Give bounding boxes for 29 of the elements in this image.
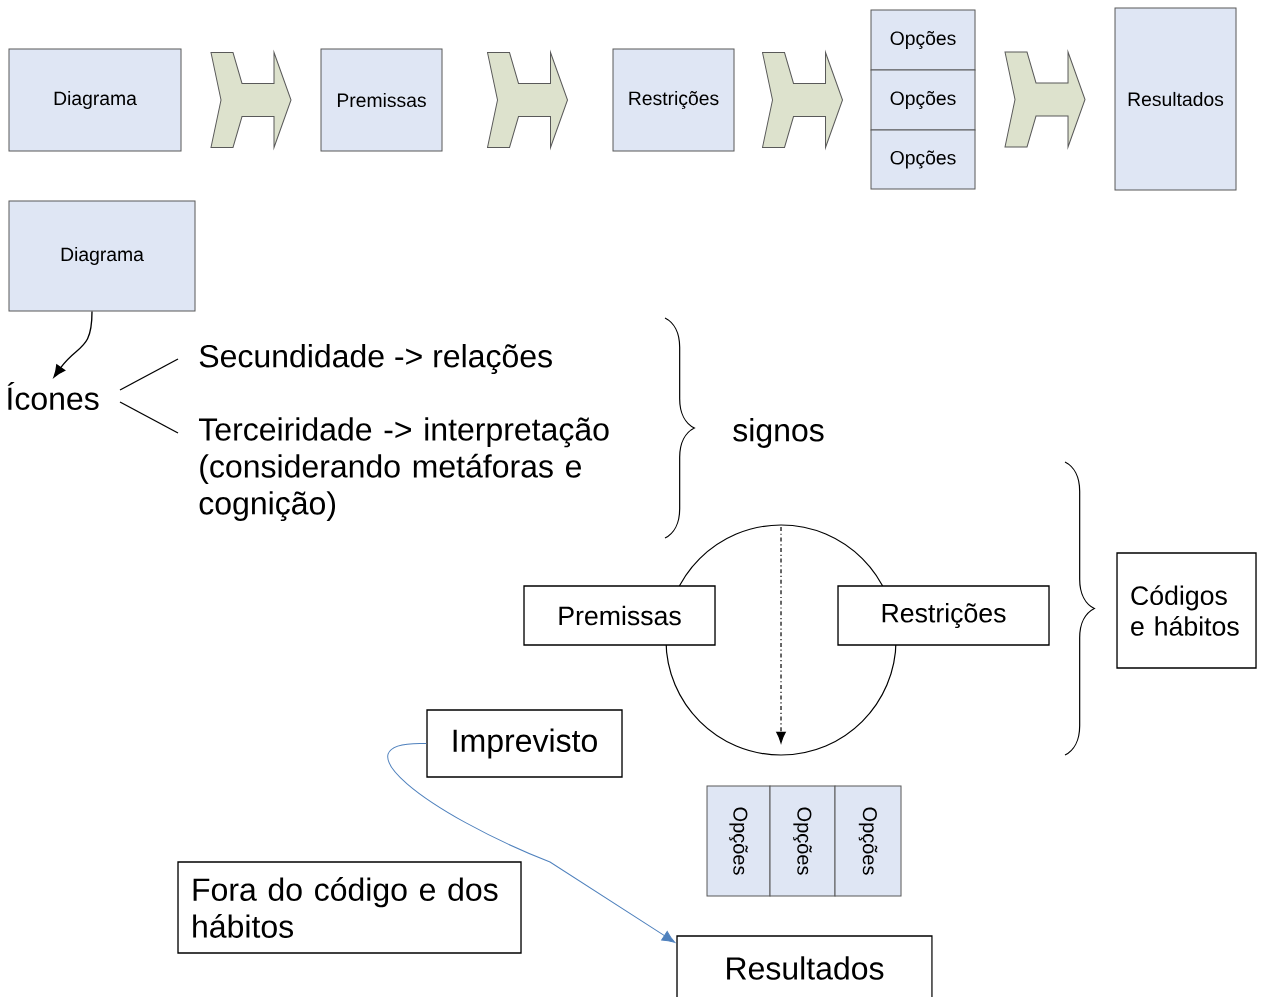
- text-box: Imprevisto: [426, 709, 623, 778]
- text-label: Secundidade -> relações: [199, 344, 552, 374]
- option-box: Opções: [706, 785, 771, 897]
- option-box: Opções: [834, 785, 902, 897]
- chevron-arrow: [487, 52, 568, 148]
- process-box: Resultados: [1114, 7, 1237, 191]
- text-label: signos: [733, 418, 824, 448]
- text-box: Fora do código e dos hábitos: [177, 861, 522, 954]
- chevron-arrow: [1004, 51, 1086, 148]
- process-box: Opções: [870, 9, 976, 71]
- chevron-arrow: [210, 52, 292, 148]
- text-box: Códigos e hábitos: [1116, 552, 1257, 669]
- process-box: Opções: [870, 129, 976, 190]
- connector-line: [119, 401, 179, 434]
- text-label: Ícones: [7, 382, 99, 411]
- text-label: Terceiridade -> interpretação (considerando metáforas e cognição): [199, 417, 609, 522]
- arrow: [387, 743, 676, 943]
- process-box: Diagrama: [8, 48, 182, 152]
- chevron-arrow: [762, 52, 843, 148]
- process-box: Premissas: [320, 48, 443, 152]
- text-box: Premissas: [523, 585, 716, 646]
- process-box: Diagrama: [8, 200, 196, 312]
- option-box: Opções: [769, 785, 836, 897]
- arrow: [53, 310, 93, 378]
- text-box: Restrições: [837, 585, 1050, 646]
- process-box: Opções: [870, 69, 976, 131]
- process-box: Restrições: [612, 48, 735, 152]
- connector-line: [119, 358, 179, 391]
- text-box: Resultados: [676, 935, 933, 997]
